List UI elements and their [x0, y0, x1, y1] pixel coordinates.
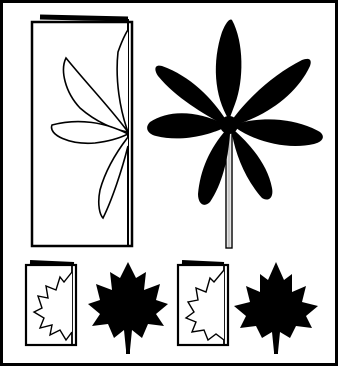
folded-paper-small-b [178, 262, 228, 345]
folded-paper-large [32, 17, 132, 246]
folded-paper-small-a [26, 262, 76, 345]
